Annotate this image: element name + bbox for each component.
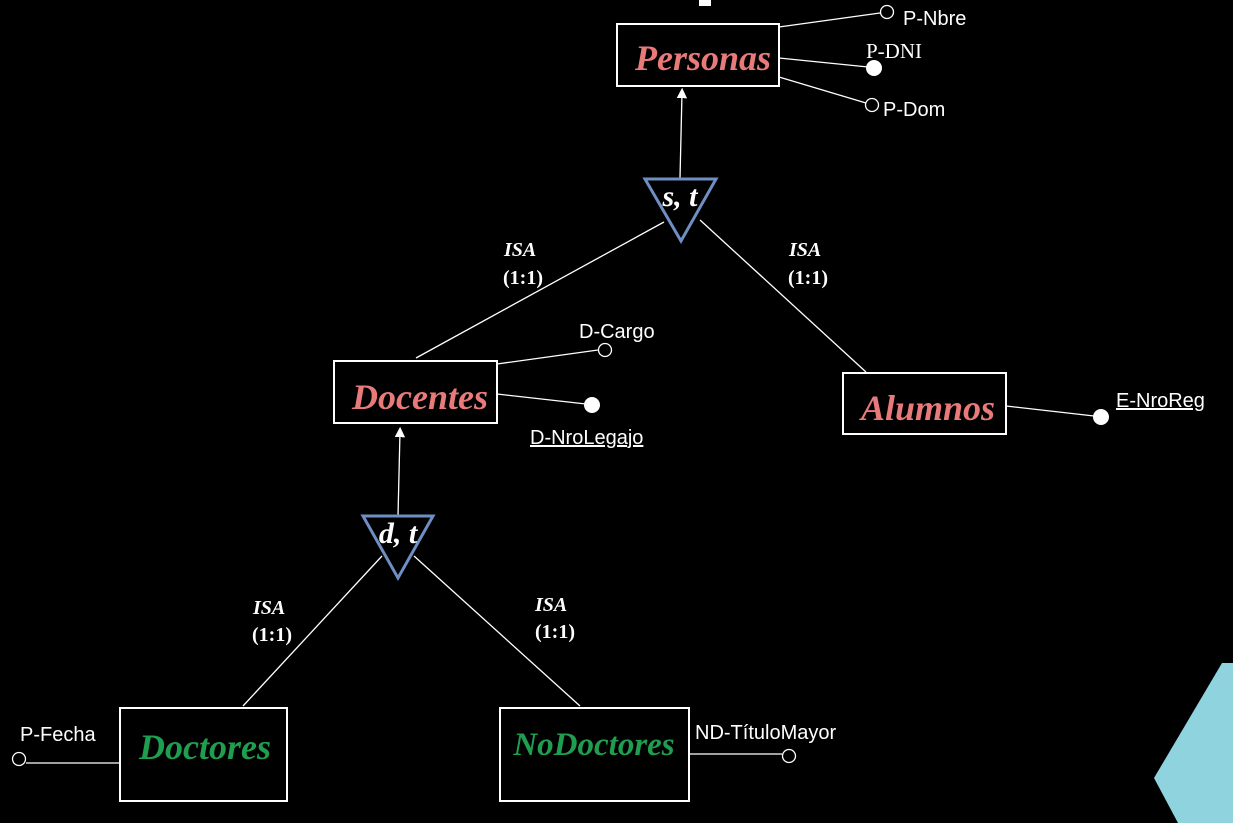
entity-nodoctores-label: NoDoctores [512,727,674,763]
attr-marker-p-nbre [879,4,895,20]
entity-nodoctores: NoDoctores [499,707,690,802]
specialization-top: s, t [642,177,719,245]
cardinality-text: (1:1) [788,267,828,289]
entity-alumnos-label: Alumnos [859,388,995,428]
isa-line-docentes-to-top [415,221,665,359]
attr-label-d-nrolegajo: D-NroLegajo [530,427,643,449]
top-fragment [699,0,711,6]
entity-docentes-label: Docentes [351,377,488,417]
attr-label-nd-titulomayor: ND-TítuloMayor [695,722,836,744]
entity-doctores-label: Doctores [138,727,271,767]
corner-decoration [1154,663,1233,823]
attr-marker-d-nrolegajo [584,397,600,413]
isa-text: ISA [503,239,536,261]
isa-line-nodoctores-to-bottom [413,555,581,707]
attr-marker-e-nroreg [1093,409,1109,425]
specialization-bottom: d, t [360,514,436,582]
attr-marker-p-dom [864,97,880,113]
attr-line-d-nrolegajo [496,393,587,405]
attr-line-p-nbre [778,12,881,28]
attr-label-d-cargo: D-Cargo [579,321,655,343]
isa-line-top-to-personas [676,87,688,179]
cardinality-text: (1:1) [252,624,292,646]
isa-text: ISA [534,594,567,616]
isa-label-doctores: ISA (1:1) [252,597,292,646]
entity-personas: Personas [616,23,780,87]
attr-label-p-fecha: P-Fecha [20,724,96,746]
isa-text: ISA [252,597,285,619]
attr-label-p-nbre: P-Nbre [903,8,966,30]
attr-label-p-dni: P-DNI [866,39,922,63]
cardinality-text: (1:1) [535,621,575,643]
isa-line-doctores-to-bottom [242,555,383,707]
isa-text: ISA [788,239,821,261]
attr-line-d-cargo [496,349,599,365]
isa-label-alumnos: ISA (1:1) [788,239,828,289]
attr-line-e-nroreg [1005,405,1095,417]
isa-label-docentes: ISA (1:1) [503,239,543,289]
attr-line-p-dni [778,57,869,68]
specialization-top-label: s, t [661,180,699,213]
attr-marker-nd-titulomayor [781,748,797,764]
specialization-bottom-label: d, t [379,517,419,550]
attr-marker-d-cargo [597,342,613,358]
entity-docentes: Docentes [333,360,498,424]
attr-marker-p-fecha [11,751,27,767]
isa-line-alumnos-to-top [699,219,867,373]
cardinality-text: (1:1) [503,267,543,289]
entity-alumnos: Alumnos [842,372,1007,435]
attr-label-p-dom: P-Dom [883,99,945,121]
attr-label-e-nroreg: E-NroReg [1116,390,1205,412]
attr-line-p-dom [778,76,867,104]
isa-label-nodoctores: ISA (1:1) [534,594,575,643]
entity-doctores: Doctores [119,707,288,802]
attr-marker-p-dni [866,60,882,76]
entity-personas-label: Personas [634,38,771,78]
isa-line-bottom-to-docentes [394,426,406,517]
